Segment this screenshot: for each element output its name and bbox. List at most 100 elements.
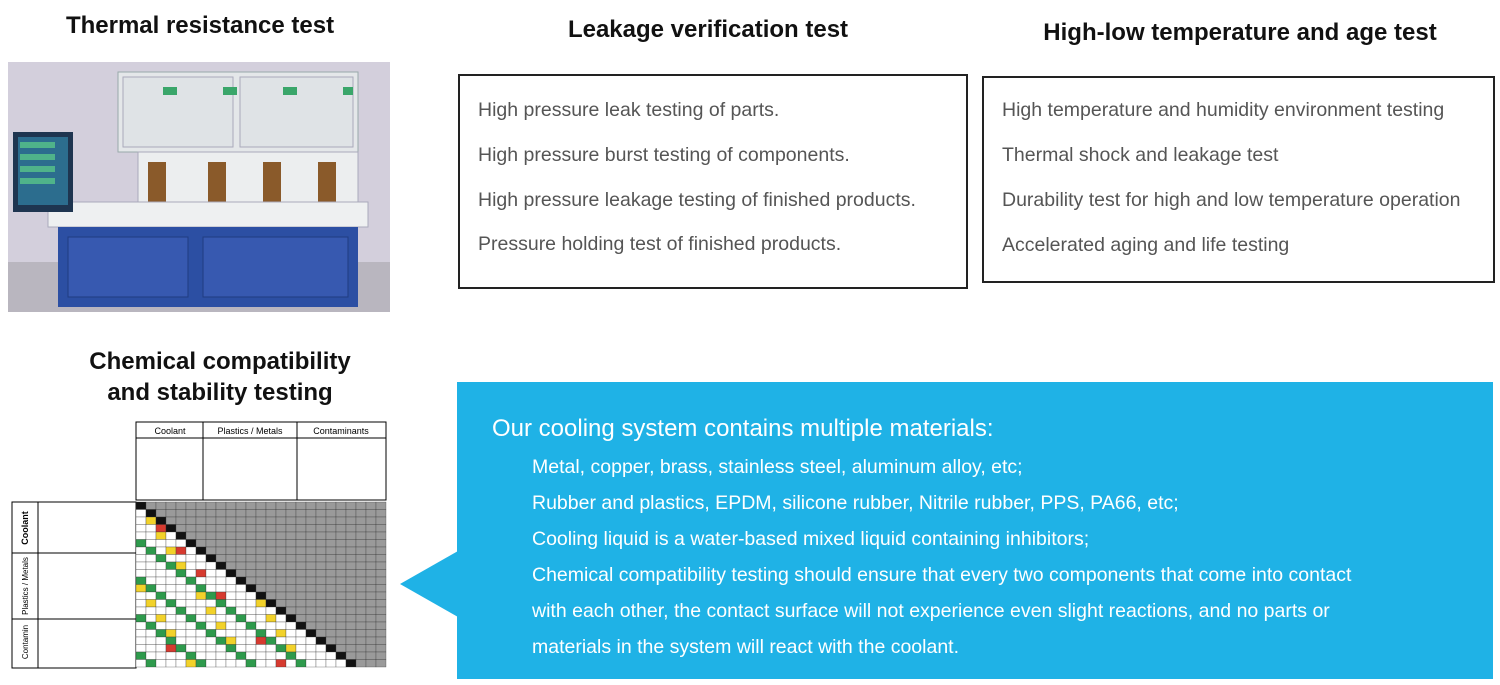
matrix-cell [245, 659, 257, 668]
matrix-cell [345, 591, 357, 600]
matrix-cell [285, 576, 297, 585]
matrix-cell [245, 569, 257, 578]
matrix-cell [365, 629, 377, 638]
matrix-cell [255, 659, 267, 668]
matrix-cell [295, 531, 307, 540]
matrix-cell [175, 636, 187, 645]
matrix-cell [375, 584, 387, 593]
matrix-cell [355, 554, 367, 563]
matrix-cell [295, 576, 307, 585]
matrix-cell [195, 561, 207, 570]
matrix-cell [345, 554, 357, 563]
matrix-cell [275, 569, 287, 578]
matrix-cell [335, 539, 347, 548]
matrix-rowgroup-contaminants: Contamin [21, 625, 30, 659]
matrix-cell [325, 509, 337, 518]
matrix-cell [225, 501, 237, 510]
matrix-cell [265, 651, 277, 660]
matrix-cell [255, 569, 267, 578]
matrix-cell [375, 636, 387, 645]
matrix-cell [265, 576, 277, 585]
leakage-test-heading: Leakage verification test [567, 16, 849, 43]
leakage-test-list-box: High pressure leak testing of parts. Hig… [458, 74, 968, 289]
matrix-cell [205, 531, 217, 540]
matrix-cell [335, 561, 347, 570]
matrix-cell [255, 531, 267, 540]
matrix-cell [275, 546, 287, 555]
matrix-cell [175, 599, 187, 608]
matrix-cell [355, 561, 367, 570]
matrix-cell [155, 509, 167, 518]
matrix-cell [215, 509, 227, 518]
matrix-cell [265, 539, 277, 548]
matrix-cell [355, 509, 367, 518]
matrix-cell [165, 539, 177, 548]
matrix-cell [335, 614, 347, 623]
matrix-cell [295, 554, 307, 563]
matrix-cell [335, 606, 347, 615]
matrix-cell [275, 516, 287, 525]
matrix-cell [165, 644, 177, 653]
matrix-cell [335, 576, 347, 585]
matrix-cell [275, 606, 287, 615]
matrix-cell [295, 546, 307, 555]
matrix-cell [165, 629, 177, 638]
matrix-cell [365, 659, 377, 668]
thermal-test-heading: Thermal resistance test [65, 12, 335, 39]
matrix-cell [185, 524, 197, 533]
matrix-cell [275, 584, 287, 593]
matrix-cell [275, 531, 287, 540]
matrix-cell [235, 509, 247, 518]
matrix-cell [365, 509, 377, 518]
matrix-cell [135, 636, 147, 645]
matrix-cell [215, 621, 227, 630]
matrix-cell [145, 516, 157, 525]
matrix-cell [215, 614, 227, 623]
matrix-cell [265, 591, 277, 600]
callout-title: Our cooling system contains multiple mat… [492, 415, 994, 442]
matrix-cell [285, 554, 297, 563]
matrix-cell [185, 509, 197, 518]
matrix-cell [325, 659, 337, 668]
matrix-cell [265, 636, 277, 645]
matrix-cell [165, 524, 177, 533]
matrix-cell [185, 561, 197, 570]
matrix-cell [325, 636, 337, 645]
matrix-cell [365, 599, 377, 608]
matrix-cell [235, 651, 247, 660]
matrix-cell [325, 629, 337, 638]
matrix-cell [145, 584, 157, 593]
matrix-cell [335, 636, 347, 645]
matrix-cell [195, 644, 207, 653]
matrix-cell [235, 636, 247, 645]
matrix-cell [205, 644, 217, 653]
matrix-cell [155, 569, 167, 578]
matrix-cell [195, 659, 207, 668]
matrix-cell [135, 546, 147, 555]
matrix-cell [375, 644, 387, 653]
matrix-cell [375, 546, 387, 555]
matrix-cell [175, 501, 187, 510]
matrix-cell [335, 621, 347, 630]
matrix-cell [285, 561, 297, 570]
matrix-cell [135, 584, 147, 593]
matrix-cell [295, 644, 307, 653]
leakage-item: High pressure burst testing of component… [478, 144, 850, 166]
matrix-cell [355, 501, 367, 510]
matrix-cell [265, 561, 277, 570]
matrix-cell [315, 629, 327, 638]
matrix-cell [225, 554, 237, 563]
matrix-cell [295, 584, 307, 593]
matrix-cell [235, 659, 247, 668]
matrix-cell [305, 569, 317, 578]
matrix-cell [255, 614, 267, 623]
matrix-cell [305, 516, 317, 525]
matrix-cell [365, 569, 377, 578]
matrix-cell [155, 531, 167, 540]
matrix-cell [165, 501, 177, 510]
matrix-cell [205, 659, 217, 668]
matrix-cell [185, 591, 197, 600]
matrix-cell [255, 591, 267, 600]
matrix-cell [275, 554, 287, 563]
matrix-cell [205, 501, 217, 510]
